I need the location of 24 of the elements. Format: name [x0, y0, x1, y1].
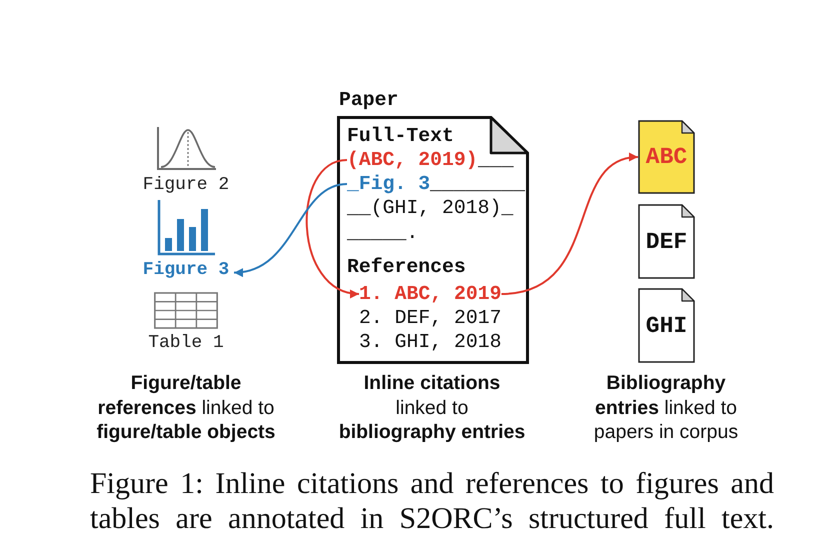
curved-arrow — [306, 159, 360, 297]
table-label: Table 1 — [148, 332, 224, 355]
reference-entry: 3. GHI, 2018 — [359, 330, 502, 354]
panel-caption: Inline citations linked to bibliography entries — [338, 371, 526, 444]
figure-reference: _Fig. 3 — [347, 172, 430, 196]
reference-entry: 2. DEF, 2017 — [359, 306, 502, 330]
figure-label: Figure 2 — [142, 174, 230, 197]
curved-arrow — [234, 183, 348, 276]
figure-caption: Figure 1: Inline citations and references to figures and tables are annotated in S2ORC’s structured full text. — [90, 466, 774, 536]
curved-arrow — [501, 154, 638, 295]
panel-caption: Bibliography entries linked to papers in corpus — [592, 371, 740, 444]
filler-text: ________ — [430, 172, 525, 196]
body-text: __(GHI, 2018)_ _____. — [347, 196, 514, 246]
filler-text: ___ — [478, 148, 514, 172]
inline-citation: (ABC, 2019) — [347, 148, 478, 172]
figure-label: Figure 3 — [142, 259, 230, 282]
document-page: GHI — [638, 288, 695, 363]
document-page: DEF — [638, 204, 695, 279]
section-heading: Full-Text — [347, 124, 454, 148]
document-title: Paper — [339, 88, 398, 112]
section-heading: References — [347, 255, 466, 279]
document-page: ABC — [638, 120, 695, 194]
reference-entry: 1. ABC, 2019 — [359, 282, 502, 306]
panel-caption: Figure/table references linked to figure/table objects — [96, 371, 276, 444]
